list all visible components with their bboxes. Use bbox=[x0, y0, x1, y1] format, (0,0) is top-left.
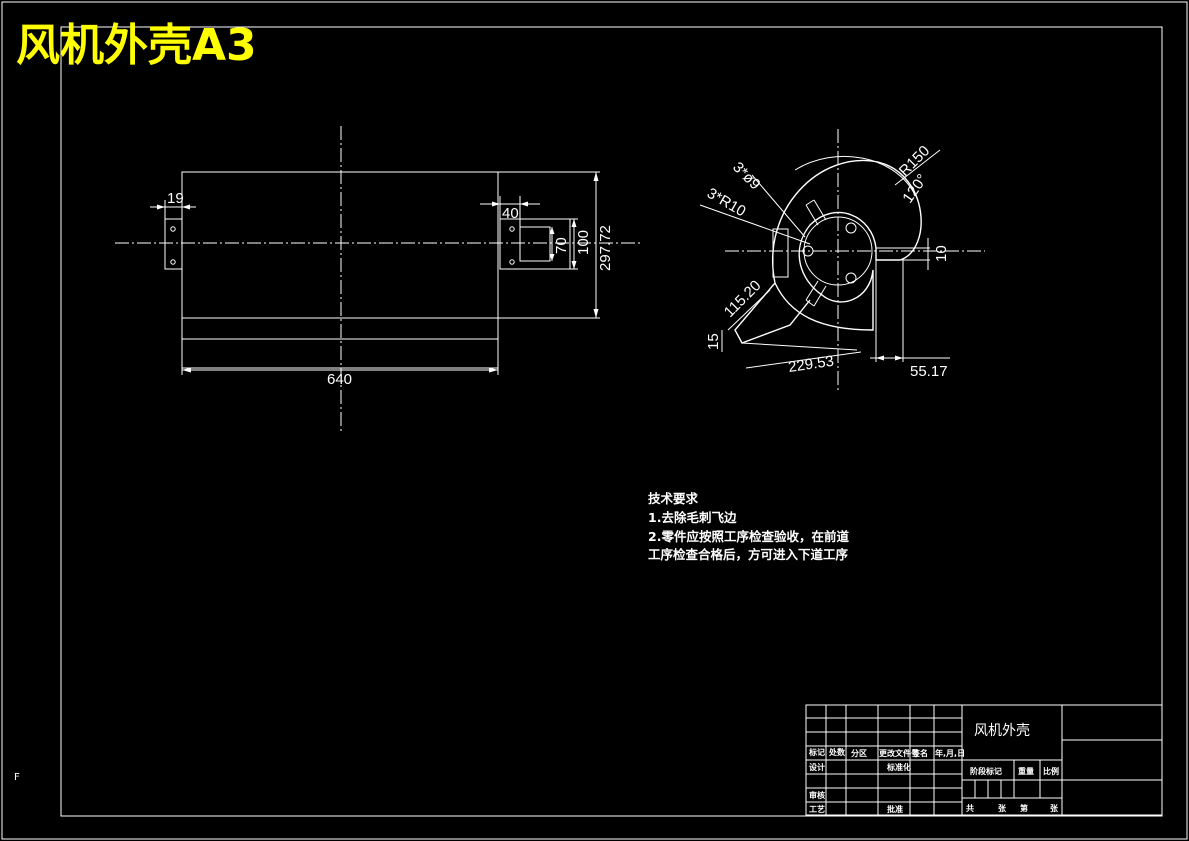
dim-height: 297.72 bbox=[597, 225, 614, 271]
row-process: 工艺 bbox=[809, 804, 825, 814]
row-review: 审核 bbox=[809, 790, 825, 800]
bolt-hole bbox=[170, 226, 176, 232]
row-approve: 批准 bbox=[887, 804, 903, 814]
sheets-unit: 张 bbox=[998, 804, 1007, 813]
part-name: 风机外壳 bbox=[974, 722, 1030, 739]
bolt-hole bbox=[170, 259, 176, 265]
scale: 比例 bbox=[1043, 766, 1059, 776]
sheet-no: 第 bbox=[1020, 803, 1028, 813]
tech-req-item-2-line-1: 2.零件应按照工序检查验收，在前道 bbox=[648, 529, 849, 544]
volute-casing bbox=[772, 159, 922, 331]
left-flange bbox=[164, 218, 183, 270]
col-change-doc: 更改文件号 bbox=[879, 748, 919, 758]
dim-holes: 3*ø9 bbox=[729, 159, 763, 193]
dim-slot-outer: 100 bbox=[575, 230, 592, 255]
mount-hole bbox=[802, 245, 814, 257]
right-flange bbox=[499, 218, 571, 270]
inlet-flange bbox=[772, 228, 789, 278]
row-standard: 标准化 bbox=[886, 762, 911, 772]
col-zone: 分区 bbox=[851, 748, 867, 758]
tech-req-heading: 技术要求 bbox=[648, 491, 699, 506]
title-block: 风机外壳 标记 处数 分区 更改文件号 签名 年,月,日 设计 标准化 审核 工… bbox=[805, 704, 1163, 816]
tech-req-item-1: 1.去除毛刺飞边 bbox=[648, 510, 737, 525]
dim-slot-inner: 70 bbox=[553, 237, 570, 254]
sheet-unit-2: 张 bbox=[1050, 804, 1059, 813]
inner-frame-border bbox=[60, 26, 1163, 817]
front-view: 640 297.72 100 70 19 40 bbox=[115, 126, 640, 432]
dim-offset: 55.17 bbox=[910, 363, 948, 380]
mount-hole bbox=[845, 272, 857, 284]
col-count: 处数 bbox=[828, 747, 846, 757]
mount-hole bbox=[845, 222, 857, 234]
weight: 重量 bbox=[1018, 766, 1034, 776]
dim-arc-radius bbox=[794, 155, 916, 196]
side-view: R150 120° 3*ø9 3*R10 115.20 15 229.53 55… bbox=[699, 129, 985, 390]
technical-requirements: 技术要求 1.去除毛刺飞边 2.零件应按照工序检查验收，在前道 工序检查合格后，… bbox=[648, 491, 849, 562]
bolt-hole bbox=[509, 226, 515, 232]
sheets-total: 共 bbox=[966, 803, 974, 813]
housing-body bbox=[181, 171, 499, 369]
hub-circle bbox=[803, 216, 873, 286]
dim-thickness: 10 bbox=[933, 245, 950, 262]
col-date: 年,月,日 bbox=[935, 748, 965, 758]
dim-flange-left: 19 bbox=[167, 190, 184, 207]
tech-req-item-2-line-2: 工序检查合格后，方可进入下道工序 bbox=[648, 547, 849, 562]
edge-mark: F bbox=[14, 772, 20, 783]
right-slot bbox=[519, 226, 551, 262]
dim-outlet-height: 15 bbox=[705, 333, 722, 350]
drawing-title: 风机外壳A3 bbox=[16, 20, 257, 71]
dim-outlet-angle: 115.20 bbox=[721, 277, 765, 321]
bolt-hole bbox=[509, 259, 515, 265]
dim-flange-right: 40 bbox=[502, 205, 519, 222]
col-mark: 标记 bbox=[808, 747, 825, 757]
row-design: 设计 bbox=[809, 762, 825, 772]
dim-length: 640 bbox=[327, 371, 352, 388]
dim-outlet-length: 229.53 bbox=[787, 353, 835, 376]
stage-mark: 阶段标记 bbox=[970, 766, 1002, 776]
dim-fillet: 3*R10 bbox=[704, 185, 749, 221]
col-sign: 签名 bbox=[911, 748, 928, 758]
